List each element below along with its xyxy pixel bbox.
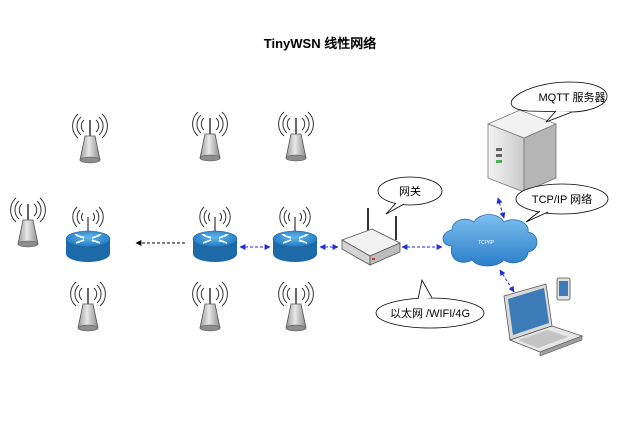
mqtt-server-callout: MQTT 服务器 bbox=[510, 81, 608, 123]
gateway-label: 网关 bbox=[399, 184, 421, 198]
uplink-label: 以太网 /WIFI/4G bbox=[390, 307, 470, 320]
uplink-callout: 以太网 /WIFI/4G bbox=[375, 278, 485, 329]
sensor-node-icon bbox=[191, 281, 229, 332]
router-icon bbox=[272, 206, 318, 263]
router-icon bbox=[65, 206, 111, 263]
gateway-callout: 网关 bbox=[377, 176, 443, 215]
link-arrow bbox=[496, 197, 506, 219]
sensor-node-icon bbox=[71, 113, 109, 164]
sensor-node-icon bbox=[277, 281, 315, 332]
gateway-device-icon bbox=[341, 208, 401, 266]
sensor-node-icon bbox=[277, 111, 315, 162]
sensor-node-icon bbox=[9, 197, 47, 248]
link-arrow bbox=[499, 269, 515, 293]
cloud-label: TCP/IP bbox=[478, 240, 495, 246]
sensor-node-icon bbox=[69, 281, 107, 332]
mqtt-server-label: MQTT 服务器 bbox=[538, 91, 605, 104]
server-icon bbox=[486, 109, 558, 193]
sensor-node-icon bbox=[191, 111, 229, 162]
tcpip-network-label: TCP/IP 网络 bbox=[532, 192, 592, 206]
phone-icon bbox=[556, 277, 571, 301]
laptop-icon bbox=[503, 283, 584, 357]
cloud-icon: TCP/IP bbox=[442, 214, 538, 267]
tcpip-network-callout: TCP/IP 网络 bbox=[515, 183, 609, 223]
router-icon bbox=[192, 206, 238, 263]
page-title: TinyWSN 线性网络 bbox=[264, 36, 376, 51]
